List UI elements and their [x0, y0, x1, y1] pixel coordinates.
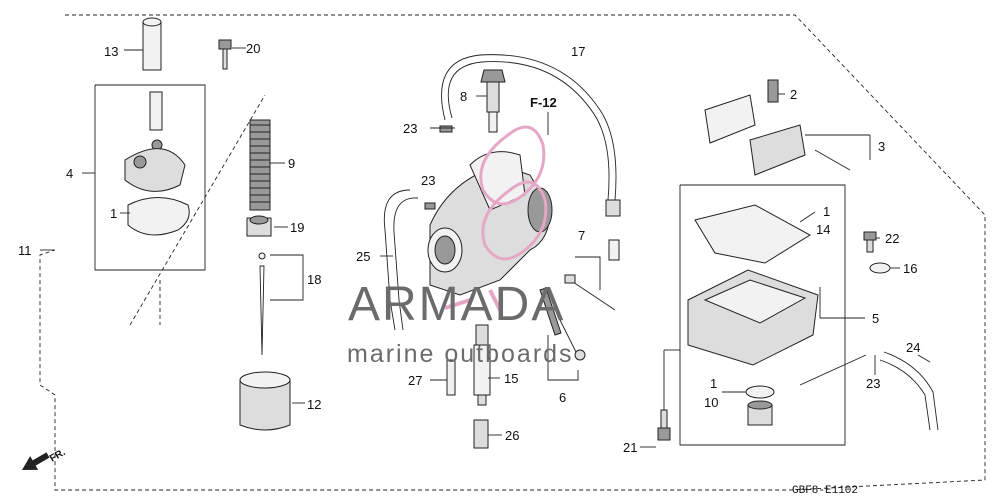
callout-9: 9 — [288, 156, 295, 171]
group-4-box — [94, 84, 206, 271]
callout-3: 3 — [878, 139, 885, 154]
part-20-screw — [218, 39, 232, 70]
part-2-float-valve — [767, 79, 779, 103]
callout-15: 15 — [504, 371, 518, 386]
part-6-idle-screw — [539, 287, 586, 361]
callout-1: 1 — [110, 206, 117, 221]
callout-5: 5 — [872, 311, 879, 326]
part-25-vent-hose — [383, 189, 411, 331]
part-17-cable-end — [605, 199, 621, 261]
part-22-screw — [863, 231, 877, 253]
part-23-clip — [424, 202, 436, 210]
callout-4: 4 — [66, 166, 73, 181]
callout-6: 6 — [559, 390, 566, 405]
part-16-washer — [869, 262, 891, 274]
callout-26: 26 — [505, 428, 519, 443]
group-5-box — [679, 184, 846, 446]
part-18-jet-needle — [258, 252, 304, 356]
part-14-float-chamber-gasket — [694, 204, 811, 264]
leader-lines — [40, 47, 931, 448]
callout-25: 25 — [356, 249, 370, 264]
part-23-clip — [439, 125, 453, 133]
part-27-slow-jet — [446, 359, 456, 396]
carburetor-body — [427, 151, 553, 296]
logo-loop — [481, 180, 548, 261]
part-7-air-screw — [564, 274, 616, 311]
callout-17: 17 — [571, 44, 585, 59]
part-10-drain-plug — [747, 400, 773, 426]
part-24-drain-hose — [879, 359, 931, 431]
callout-20: 20 — [246, 41, 260, 56]
part-17-cable — [441, 54, 617, 201]
part-9-spring — [249, 119, 271, 211]
leader-line — [129, 94, 266, 326]
callout-23: 23 — [421, 173, 435, 188]
part-5-float-chamber — [687, 269, 819, 366]
part-12-throttle-valve — [239, 371, 291, 431]
callout-13: 13 — [104, 44, 118, 59]
callout-16: 16 — [903, 261, 917, 276]
callout-10: 10 — [704, 395, 718, 410]
watermark-tagline: marine outboards — [347, 340, 574, 368]
leader-line — [575, 256, 601, 290]
watermark-brand: ARMADA — [348, 278, 565, 331]
callout-7: 7 — [578, 228, 585, 243]
callout-24: 24 — [906, 340, 920, 355]
part-8-starter-plunger — [480, 69, 506, 133]
callout-22: 22 — [885, 231, 899, 246]
watermark-logo-icon — [444, 125, 548, 311]
logo-loop — [479, 125, 546, 206]
reference-code: F-12 — [530, 95, 557, 110]
part-15-needle-jet — [473, 324, 491, 406]
callout-1: 1 — [710, 376, 717, 391]
part-10-o-ring — [745, 385, 775, 399]
part-19-retainer — [246, 215, 272, 237]
callout-8: 8 — [460, 89, 467, 104]
callout-14: 14 — [816, 222, 830, 237]
callout-11: 11 — [18, 243, 32, 258]
part-21-screw — [657, 409, 671, 441]
callout-21: 21 — [623, 440, 637, 455]
callout-18: 18 — [307, 272, 321, 287]
callout-12: 12 — [307, 397, 321, 412]
front-marker: FR. — [48, 447, 68, 465]
callout-23: 23 — [866, 376, 880, 391]
part-1-gasket — [127, 197, 190, 236]
part-4-cap-assembly — [124, 91, 186, 192]
callout-27: 27 — [408, 373, 422, 388]
callout-19: 19 — [290, 220, 304, 235]
part-13-sleeve — [142, 17, 162, 71]
leader-line — [547, 335, 579, 381]
front-direction-arrow-icon — [22, 452, 50, 470]
callout-2: 2 — [790, 87, 797, 102]
drawing-code: GBF8-E1102 — [792, 485, 858, 497]
part-3-float — [704, 94, 851, 176]
callout-1: 1 — [823, 204, 830, 219]
part-26-main-jet — [473, 419, 489, 449]
callout-23: 23 — [403, 121, 417, 136]
